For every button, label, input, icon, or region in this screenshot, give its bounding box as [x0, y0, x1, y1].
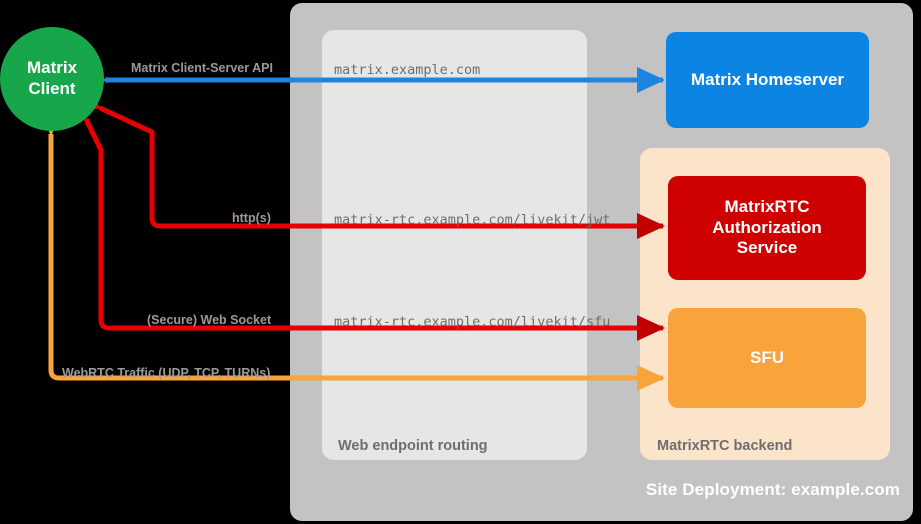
auth-service-label-line3: Service	[736, 238, 798, 258]
matrix-client-label-line2: Client	[28, 79, 76, 98]
endpoint-livekit-sfu-label: matrix-rtc.example.com/livekit/sfu	[334, 314, 611, 330]
matrix-client-label-line1: Matrix	[26, 58, 78, 78]
protocol-websocket-label: (Secure) Web Socket	[147, 313, 272, 327]
site-deployment-label: Site Deployment: example.com	[645, 480, 900, 499]
node-matrix-client[interactable]: Matrix Client	[0, 27, 104, 131]
auth-service-label-line1: MatrixRTC	[724, 196, 810, 216]
sfu-label: SFU	[750, 347, 784, 367]
auth-service-label-line2: Authorization	[712, 217, 822, 237]
matrix-homeserver-label: Matrix Homeserver	[690, 69, 845, 89]
node-matrix-homeserver[interactable]: Matrix Homeserver	[666, 32, 869, 128]
endpoint-livekit-jwt-label: matrix-rtc.example.com/livekit/jwt	[334, 212, 611, 228]
node-sfu[interactable]: SFU	[668, 308, 866, 408]
protocol-webrtc-label: WebRTC Traffic (UDP, TCP, TURNs)	[62, 366, 271, 380]
web-endpoint-routing-panel	[322, 30, 587, 460]
web-endpoint-routing-label: Web endpoint routing	[338, 438, 488, 454]
endpoint-matrix-label: matrix.example.com	[334, 62, 481, 78]
matrixrtc-backend-label: MatrixRTC backend	[657, 438, 793, 454]
protocol-https-label: http(s)	[232, 211, 271, 225]
node-matrixrtc-authorization-service[interactable]: MatrixRTC Authorization Service	[668, 176, 866, 280]
protocol-client-server-api-label: Matrix Client-Server API	[131, 61, 273, 75]
